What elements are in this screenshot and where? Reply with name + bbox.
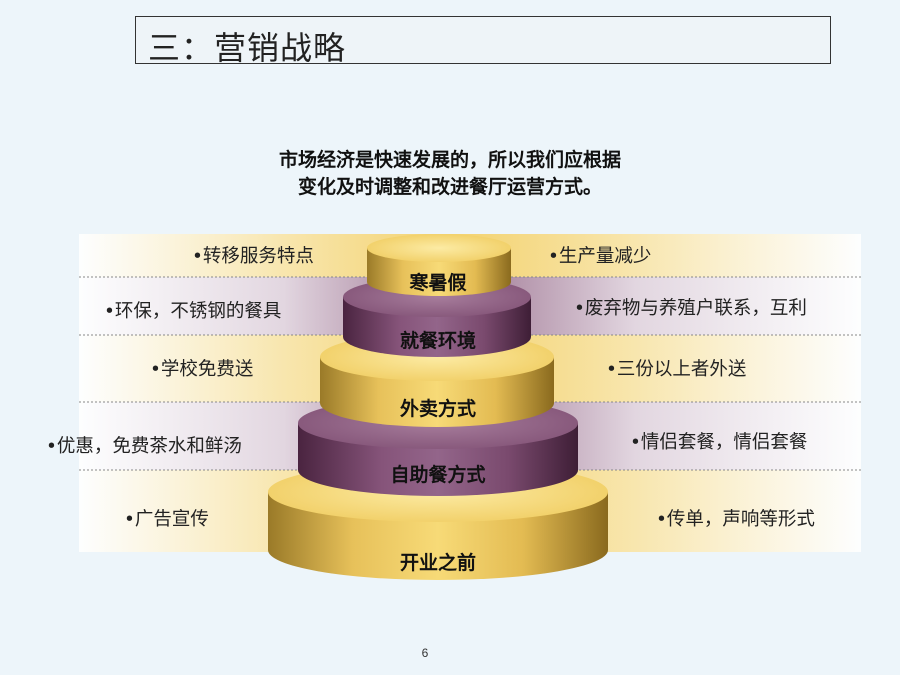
tier-label-1: 寒暑假 <box>409 272 467 294</box>
subtitle-line-2: 变化及时调整和改进餐厅运营方式。 <box>297 176 602 198</box>
title-box: 三：营销战略 <box>135 16 831 67</box>
right-bullet-5: •传单，声响等形式 <box>656 509 815 530</box>
tier-label-3: 外卖方式 <box>399 398 476 420</box>
right-bullet-4: •情侣套餐，情侣套餐 <box>630 432 808 453</box>
left-bullet-5: •广告宣传 <box>124 509 209 530</box>
left-bullet-3: •学校免费送 <box>150 359 254 380</box>
tier-label-4: 自助餐方式 <box>390 464 486 486</box>
tier-disc-1 <box>367 234 511 296</box>
tier-label-2: 就餐环境 <box>399 330 476 352</box>
page-number: 6 <box>421 646 429 660</box>
left-bullet-2: •环保，不锈钢的餐具 <box>104 301 282 322</box>
right-bullet-2: •废弃物与养殖户联系，互利 <box>574 298 807 319</box>
slide-title: 三：营销战略 <box>148 29 347 67</box>
tier-label-5: 开业之前 <box>399 552 476 574</box>
left-bullet-4: •优惠，免费茶水和鲜汤 <box>46 436 242 457</box>
left-bullet-1: •转移服务特点 <box>192 246 314 267</box>
right-bullet-3: •三份以上者外送 <box>606 359 747 380</box>
right-bullet-1: •生产量减少 <box>548 246 652 267</box>
subtitle-line-1: 市场经济是快速发展的，所以我们应根据 <box>278 149 621 171</box>
